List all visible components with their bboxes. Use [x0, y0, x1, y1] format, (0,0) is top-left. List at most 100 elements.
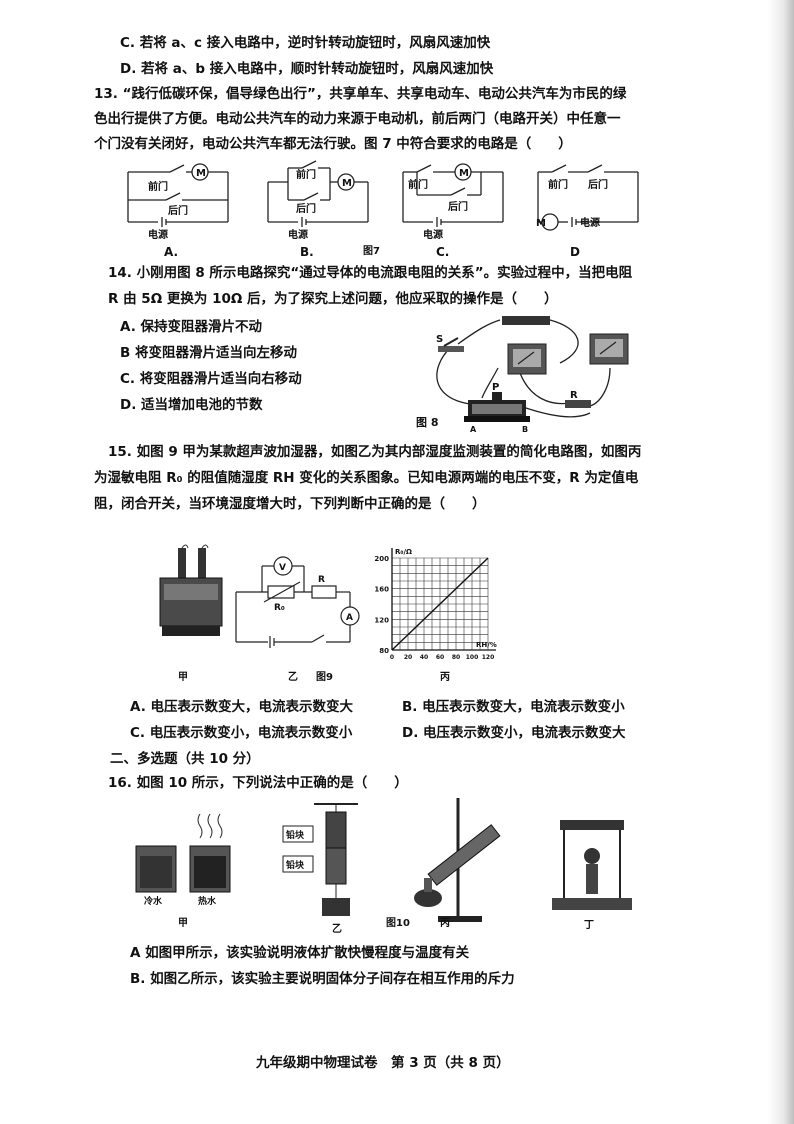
y-tick-label: 80 [379, 647, 389, 655]
label-r: R [570, 390, 578, 401]
meter-voltmeter [589, 333, 629, 365]
humidity-circuit [235, 556, 360, 648]
resistor-r [565, 400, 591, 408]
q12-option-d: D. 若将 a、b 接入电路中，顺时针转动旋钮时，风扇风速加快 [120, 61, 494, 77]
meter-ammeter [507, 343, 547, 375]
q13-circuit-figures: M 前门 后门 电源 M 前门 后门 电源 M 前门 后门 电源 M 前门 后门… [127, 160, 639, 259]
q15-text-line3: 阻，闭合开关，当环境湿度增大时，下列判断中正确的是（ ） [94, 496, 486, 512]
front-door-label: 前门 [296, 168, 316, 181]
x-tick-label: 60 [436, 654, 444, 661]
hot-water-label: 热水 [198, 895, 217, 907]
label-p: P [492, 382, 499, 393]
page-footer: 九年级期中物理试卷 第 3 页（共 8 页） [256, 1055, 510, 1071]
q12-option-c: C. 若将 a、c 接入电路中，逆时针转动旋钮时，风扇风速加快 [120, 35, 491, 51]
circuit-c [402, 163, 504, 227]
q14-option-b: B 将变阻器滑片适当向左移动 [120, 345, 297, 361]
option-label-d: D [570, 245, 580, 259]
cold-water-label: 冷水 [144, 895, 163, 907]
figure-9-label: 图9 [316, 671, 333, 683]
y-axis-label: R₀/Ω [395, 548, 412, 556]
q13-text-line3: 个门没有关闭好，电动公共汽车都无法行驶。图 7 中符合要求的电路是（ ） [94, 136, 572, 152]
humidifier-picture [159, 544, 223, 636]
circuit-a [127, 163, 229, 227]
figure-yi-label: 乙 [288, 671, 298, 683]
y-tick-label: 120 [374, 616, 389, 624]
figure-bing-label: 丙 [440, 917, 450, 929]
q16-option-b: B. 如图乙所示，该实验主要说明固体分子间存在相互作用的斥力 [130, 971, 515, 987]
ammeter-label: A [346, 613, 353, 623]
test-tube-stand-picture [414, 798, 501, 922]
x-tick-label: 20 [404, 654, 412, 661]
rheostat [464, 392, 530, 422]
figure-yi-label: 乙 [332, 923, 342, 935]
option-label-a: A. [164, 245, 178, 259]
q16-option-a: A 如图甲所示，该实验说明液体扩散快慢程度与温度有关 [130, 945, 470, 961]
x-tick-label: 40 [420, 654, 428, 661]
lead-blocks-picture [282, 803, 358, 916]
x-tick-label: 0 [390, 654, 394, 661]
series-line [391, 557, 489, 651]
q15-text-line1: 15. 如图 9 甲为某款超声波加湿器，如图乙为其内部湿度监测装置的简化电路图，… [108, 444, 642, 460]
q16-text-line1: 16. 如图 10 所示，下列说法中正确的是（ ） [108, 775, 408, 791]
q13-text-line2: 色出行提供了方便。电动公共汽车的动力来源于电动机，前后两门（电路开关）中任意一 [94, 111, 621, 127]
q15-option-b: B. 电压表示数变大，电流表示数变小 [402, 699, 625, 715]
circuit-d [537, 164, 639, 231]
figure-ding-label: 丁 [584, 919, 594, 931]
x-tick-label: 80 [452, 654, 460, 661]
battery-pack [502, 316, 550, 325]
q14-text-line2: R 由 5Ω 更换为 10Ω 后，为了探究上述问题，他应采取的操作是（ ） [108, 291, 558, 307]
q14-text-line1: 14. 小刚用图 8 所示电路探究“通过导体的电流跟电阻的关系”。实验过程中，当… [108, 265, 633, 281]
figure-10-label: 图10 [386, 917, 410, 929]
label-a: A [470, 425, 477, 434]
power-label: 电源 [288, 228, 308, 241]
x-axis-label: RH/% [476, 641, 497, 649]
rear-door-label: 后门 [296, 202, 316, 215]
q14-option-a: A. 保持变阻器滑片不动 [120, 319, 263, 335]
figure-8-label: 图 8 [416, 416, 438, 429]
q15-option-c: C. 电压表示数变小，电流表示数变小 [130, 725, 353, 741]
rear-door-label: 后门 [588, 178, 608, 191]
circuit-b [267, 160, 369, 227]
q16-figures: 冷水 热水 铅块 铅块 甲 乙 图10 丙 丁 [135, 798, 632, 935]
rear-door-label: 后门 [168, 204, 188, 217]
lead-block-label-1: 铅块 [286, 829, 305, 841]
r0-label: R₀ [274, 603, 285, 613]
page-edge-shadow [768, 0, 794, 1124]
frame-picture [552, 820, 632, 910]
figure-jia-label: 甲 [178, 671, 188, 683]
option-label-b: B. [300, 245, 314, 259]
motor-label: M [196, 168, 206, 179]
figure-7-label: 图7 [363, 245, 380, 257]
lead-block-label-2: 铅块 [286, 859, 305, 871]
power-label: 电源 [423, 228, 443, 241]
q14-apparatus-figure: S P R A B 图 8 [416, 316, 629, 434]
y-tick-label: 160 [374, 586, 389, 594]
q15-option-d: D. 电压表示数变小，电流表示数变大 [402, 725, 626, 741]
label-s: S [436, 334, 443, 345]
motor-label: M [536, 218, 546, 229]
figure-jia-label: 甲 [178, 917, 188, 929]
motor-label: M [459, 168, 469, 179]
q13-text-line1: 13. “践行低碳环保，倡导绿色出行”，共享单车、共享电动车、电动公共汽车为市民… [94, 86, 627, 102]
beakers-picture [135, 813, 231, 893]
q15-text-line2: 为湿敏电阻 R₀ 的阻值随湿度 RH 变化的关系图象。已知电源两端的电压不变，R… [94, 470, 639, 486]
y-tick-label: 200 [374, 555, 389, 563]
r-label: R [318, 575, 325, 585]
motor-label: M [342, 178, 352, 189]
front-door-label: 前门 [548, 178, 568, 191]
voltmeter-label: V [279, 563, 286, 573]
figure-bing-label: 丙 [440, 671, 450, 683]
q15-option-a: A. 电压表示数变大，电流表示数变大 [130, 699, 354, 715]
q14-option-d: D. 适当增加电池的节数 [120, 397, 263, 413]
x-tick-label: 120 [482, 654, 495, 661]
front-door-label: 前门 [148, 180, 168, 193]
option-label-c: C. [436, 245, 449, 259]
section-2-heading: 二、多选题（共 10 分） [110, 751, 260, 767]
label-b: B [522, 425, 528, 434]
power-label: 电源 [148, 228, 168, 241]
power-label: 电源 [580, 216, 600, 229]
x-tick-label: 100 [466, 654, 479, 661]
q14-option-c: C. 将变阻器滑片适当向右移动 [120, 371, 302, 387]
